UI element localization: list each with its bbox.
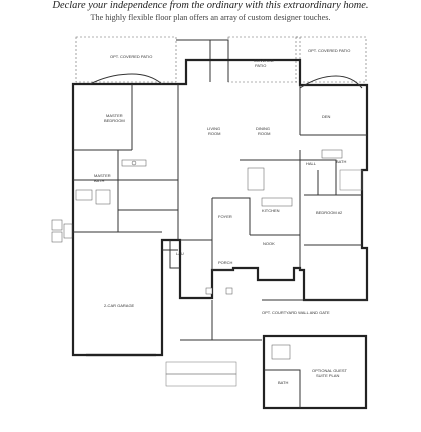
bedroom-closet: [339, 169, 363, 191]
patio-rail: [176, 39, 229, 82]
label-guest-suite-2: SUITE PLAN: [316, 373, 339, 378]
guest-suite-outline: [262, 334, 368, 410]
label-bedroom-2: BEDROOM #2: [316, 210, 343, 215]
subheadline: The highly flexible floor plan offers an…: [90, 13, 331, 22]
interior-wall: [180, 198, 213, 241]
label-master-bedroom: MASTER: [106, 113, 123, 118]
courtyard-wall: [211, 300, 262, 341]
kitchen-counter: [261, 197, 293, 207]
label-living-room: LIVING: [207, 126, 220, 131]
label-living-room-2: ROOM: [208, 131, 220, 136]
label-master-bath: MASTER: [94, 173, 111, 178]
master-sink: [131, 160, 137, 166]
label-den: DEN: [322, 114, 331, 119]
guest-shower: [271, 344, 291, 360]
den-bay-window: [299, 75, 363, 89]
label-garage: 2-CAR GARAGE: [104, 303, 135, 308]
label-courtyard-wall: OPT. COURTYARD WALL AND GATE: [262, 310, 330, 315]
headline: Declare your independence from the ordin…: [52, 0, 369, 11]
master-shower: [95, 189, 111, 205]
label-kitchen: KITCHEN: [262, 208, 280, 213]
label-opt-covered-patio-left: OPT. COVERED PATIO: [110, 54, 152, 59]
covered-patio-outline: [227, 36, 301, 83]
hall-bath-tub: [321, 149, 343, 159]
label-porch: PORCH: [218, 260, 233, 265]
label-master-bedroom-2: BEDROOM: [104, 118, 125, 123]
porch-column: [225, 287, 233, 295]
courtyard-planter: [165, 373, 237, 387]
water-heater: [63, 223, 73, 239]
kitchen-island: [247, 167, 265, 191]
dryer: [51, 231, 63, 243]
label-foyer: FOYER: [218, 214, 232, 219]
label-dining-room: DINING: [256, 126, 270, 131]
courtyard-planter: [165, 361, 237, 375]
label-guest-suite: OPTIONAL GUEST: [312, 368, 348, 373]
label-bath: BATH: [336, 159, 346, 164]
opt-covered-patio-left: [75, 36, 177, 83]
label-guest-bath: BATH: [278, 380, 288, 385]
label-nook: NOOK: [263, 241, 275, 246]
label-laundry: LAU: [176, 251, 184, 256]
porch-column: [205, 287, 213, 295]
master-tub: [75, 189, 93, 201]
label-covered-patio-2: PATIO: [255, 63, 266, 68]
label-opt-covered-patio-right: OPT. COVERED PATIO: [308, 48, 350, 53]
washer: [51, 219, 63, 231]
guest-suite-wall: [264, 369, 301, 408]
master-bay-window: [89, 73, 163, 85]
label-covered-patio: COVERED: [254, 58, 274, 63]
label-dining-room-2: ROOM: [258, 131, 270, 136]
opt-covered-patio-right: [295, 36, 367, 83]
interior-wall: [212, 197, 251, 235]
interior-wall: [169, 240, 180, 269]
interior-wall: [300, 159, 337, 195]
label-hall: HALL: [306, 161, 317, 166]
label-master-bath-2: BATH: [94, 178, 104, 183]
